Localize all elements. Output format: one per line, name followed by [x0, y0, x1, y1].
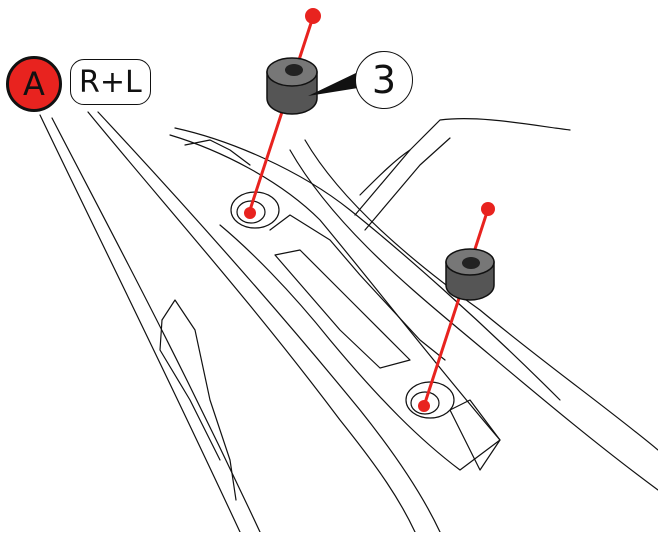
right-tube-top-2 [304, 139, 658, 451]
upper-bracket [184, 139, 251, 166]
guide-line-1 [247, 15, 315, 215]
mount-hole-2-inner [410, 391, 440, 415]
mount-hole-1-inner [236, 200, 266, 224]
side-tag: R+L [70, 59, 151, 105]
guide-dot-bottom-2 [418, 400, 430, 412]
cross-plate [169, 134, 501, 471]
frame-rail-inner [51, 117, 261, 533]
frame-rail-outer [39, 114, 241, 533]
guide-dot-top-1 [305, 8, 321, 24]
right-panel [354, 118, 571, 216]
callout-pointer [308, 72, 358, 96]
frame-rail-edge-2 [97, 111, 441, 533]
step-badge: A [6, 56, 62, 112]
right-panel-edge [359, 149, 411, 196]
callout-number: 3 [355, 51, 413, 109]
bracket-left [161, 299, 237, 501]
cross-plate-top [174, 127, 561, 401]
guide-dot-top-2 [481, 202, 495, 216]
guide-lines [247, 15, 490, 408]
bracket-left-b [159, 319, 221, 461]
rubber-grommet-icon [445, 248, 495, 301]
guide-line-2 [422, 207, 490, 408]
guide-dot-bottom-1 [244, 207, 256, 219]
step-letter: A [6, 56, 62, 112]
lower-slot [449, 399, 501, 471]
cross-plate-slot [274, 249, 411, 369]
mount-hole-2-outer [405, 381, 455, 419]
cross-plate-inner [269, 214, 446, 361]
right-panel-2 [364, 137, 451, 231]
frame-rail-edge [87, 111, 416, 533]
right-tube-top [289, 149, 658, 491]
rubber-grommet-icon [266, 57, 318, 115]
